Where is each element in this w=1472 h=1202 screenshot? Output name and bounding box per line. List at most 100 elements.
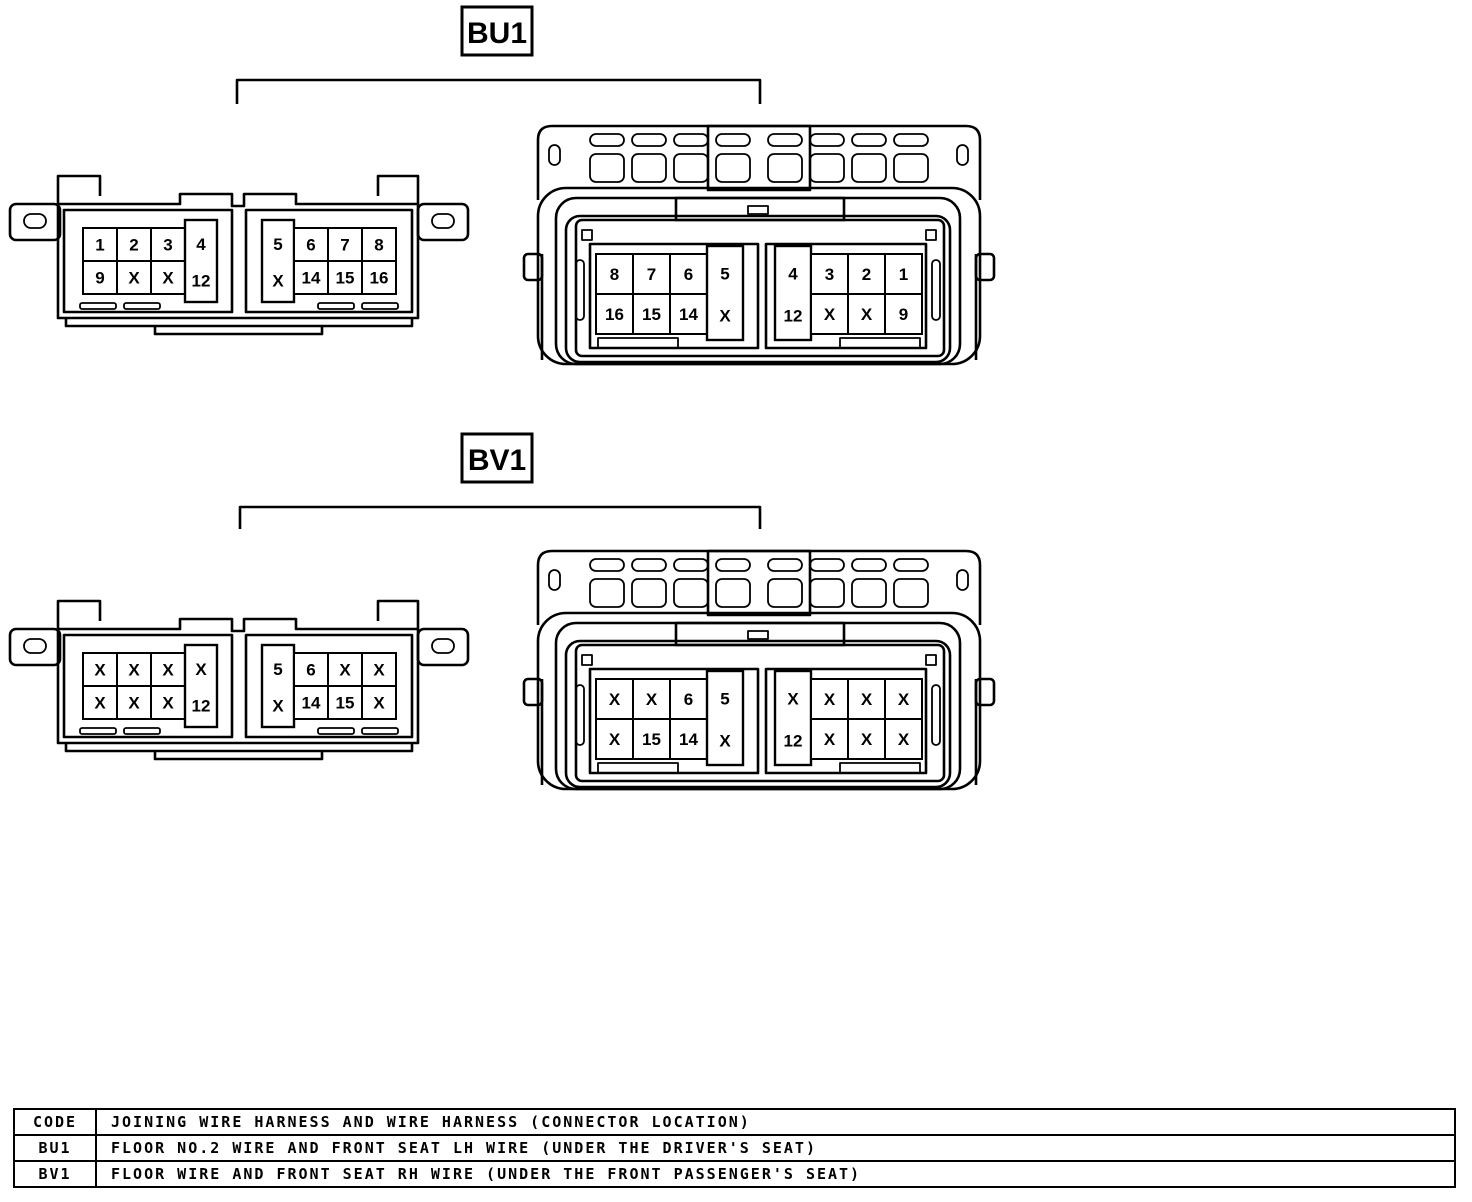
left-connector-housing — [8, 174, 470, 336]
pin-cell: 6 — [293, 652, 329, 687]
pin-label: X — [609, 730, 621, 749]
bracket — [235, 78, 762, 104]
pin-cell: 7 — [632, 253, 671, 295]
pin-cell: X — [327, 652, 363, 687]
pin-cell: 15 — [632, 718, 671, 760]
legend-desc: FLOOR WIRE AND FRONT SEAT RH WIRE (UNDER… — [95, 1160, 1456, 1188]
pin-label: X — [339, 661, 351, 680]
pin-label: X — [787, 689, 799, 708]
pin-label: 15 — [336, 694, 355, 713]
pin-label: 2 — [862, 265, 871, 284]
pin-label: 16 — [370, 269, 389, 288]
pin-cell: X — [810, 293, 849, 335]
code-label-box: BV1 — [460, 432, 534, 484]
pin-label: X — [373, 694, 385, 713]
legend-row-bu1: BU1 FLOOR NO.2 WIRE AND FRONT SEAT LH WI… — [13, 1134, 1456, 1162]
pin-cell: X — [810, 678, 849, 720]
pin-label: 14 — [679, 305, 698, 324]
pin-cell: 16 — [595, 293, 634, 335]
pin-label: X — [128, 694, 140, 713]
pin-cell: X — [116, 652, 152, 687]
pin-label: 5 — [720, 689, 729, 708]
pin-label: 8 — [610, 265, 619, 284]
pin-cell: 14 — [293, 260, 329, 295]
tall-pin-column: 5X — [705, 669, 745, 767]
pin-label: 6 — [684, 265, 693, 284]
pin-label: 3 — [825, 265, 834, 284]
pin-label: X — [898, 730, 910, 749]
pin-label: X — [824, 305, 836, 324]
code-label: BU1 — [467, 17, 527, 50]
pin-label: 5 — [720, 264, 729, 283]
tall-pin-column: 5X — [260, 218, 296, 304]
pin-cell: 6 — [669, 678, 708, 720]
pin-label: X — [609, 690, 621, 709]
pin-label: X — [128, 269, 140, 288]
pin-cell: 2 — [116, 227, 152, 262]
pin-label: X — [128, 661, 140, 680]
pin-label: 6 — [306, 236, 315, 255]
legend-code: BV1 — [13, 1160, 97, 1188]
pin-cell: X — [810, 718, 849, 760]
pin-cell: X — [847, 293, 886, 335]
pin-cell: 15 — [327, 260, 363, 295]
tall-pin-column: 412 — [183, 218, 219, 304]
pin-cell: X — [82, 652, 118, 687]
pin-label: X — [94, 661, 106, 680]
pin-cell: X — [116, 260, 152, 295]
pin-label: 14 — [302, 694, 321, 713]
pin-cell: X — [595, 678, 634, 720]
legend-code: BU1 — [13, 1134, 97, 1162]
pin-label: 3 — [163, 236, 172, 255]
pin-label: X — [162, 269, 174, 288]
pin-label: X — [646, 690, 658, 709]
pin-cell: X — [847, 678, 886, 720]
pin-cell: X — [82, 685, 118, 720]
pin-label: 12 — [192, 697, 211, 716]
pin-cell: 8 — [361, 227, 397, 262]
pin-label: 1 — [95, 236, 104, 255]
pin-cell: 9 — [884, 293, 923, 335]
pin-cell: 16 — [361, 260, 397, 295]
pin-label: X — [272, 697, 284, 716]
pin-label: X — [824, 690, 836, 709]
pin-label: 15 — [642, 730, 661, 749]
legend-code-header: CODE — [13, 1108, 97, 1136]
tall-pin-column: X 12 — [773, 669, 813, 767]
pin-label: 12 — [784, 732, 803, 751]
pin-label: 1 — [899, 265, 908, 284]
tall-pin-column: X12 — [183, 643, 219, 729]
pin-label: X — [272, 272, 284, 291]
bracket — [238, 505, 762, 529]
pin-cell: X — [150, 685, 186, 720]
pin-cell: X — [884, 678, 923, 720]
pin-label: 7 — [340, 236, 349, 255]
pin-label: 6 — [306, 661, 315, 680]
pin-label: 7 — [647, 265, 656, 284]
pin-cell: X — [116, 685, 152, 720]
pin-cell: 6 — [669, 253, 708, 295]
pin-label: X — [719, 732, 731, 751]
pin-label: 12 — [192, 272, 211, 291]
pin-cell: X — [632, 678, 671, 720]
pin-cell: 7 — [327, 227, 363, 262]
pin-label: X — [373, 661, 385, 680]
pin-label: X — [94, 694, 106, 713]
legend-header-row: CODE JOINING WIRE HARNESS AND WIRE HARNE… — [13, 1108, 1456, 1136]
pin-label: X — [162, 694, 174, 713]
pin-label: X — [898, 690, 910, 709]
pin-cell: X — [150, 652, 186, 687]
pin-cell: 3 — [150, 227, 186, 262]
pin-label: 14 — [679, 730, 698, 749]
connector-legend-table: CODE JOINING WIRE HARNESS AND WIRE HARNE… — [13, 1108, 1456, 1188]
pin-label: X — [719, 307, 731, 326]
pin-cell: X — [361, 685, 397, 720]
pin-cell: 14 — [669, 718, 708, 760]
pin-cell: 15 — [327, 685, 363, 720]
pin-cell: X — [847, 718, 886, 760]
pin-label: X — [861, 305, 873, 324]
pin-label: X — [824, 730, 836, 749]
pin-cell: X — [595, 718, 634, 760]
